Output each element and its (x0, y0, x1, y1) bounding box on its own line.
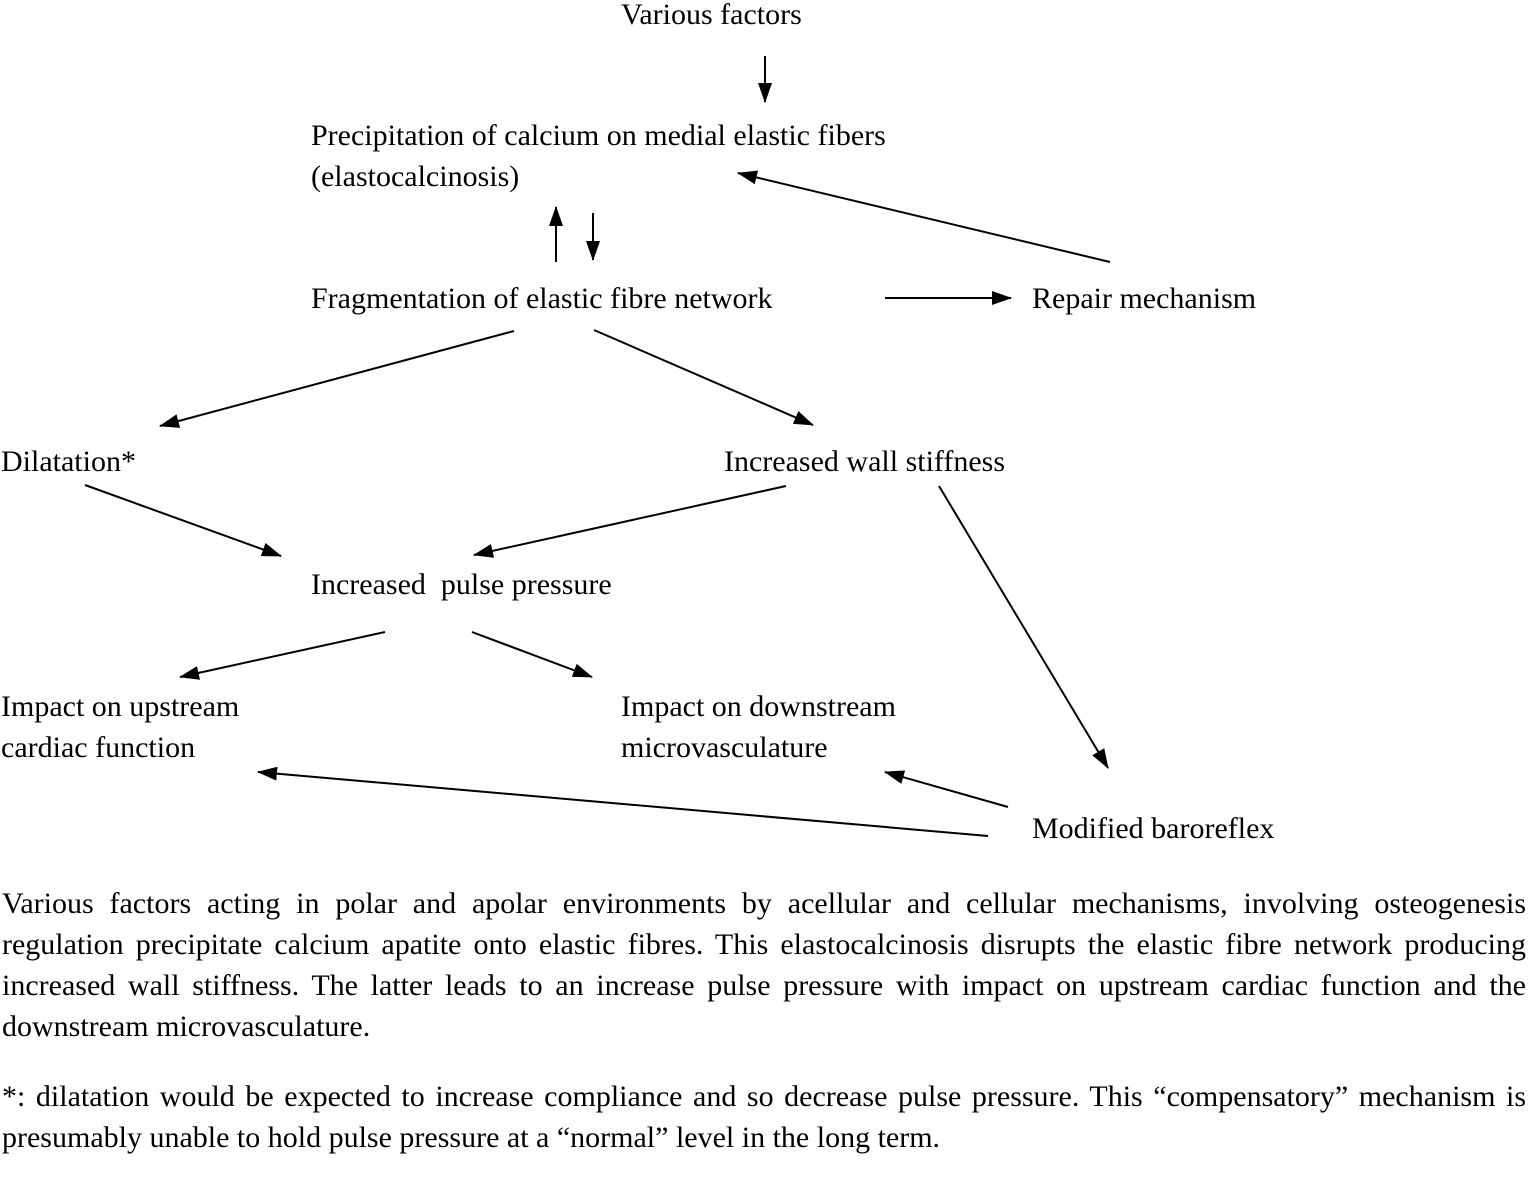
arrow-fragmentation-to-wall-stiffness (593, 329, 814, 426)
arrow-dilatation-to-pulse-pressure (84, 484, 282, 557)
node-wall-stiffness: Increased wall stiffness (724, 445, 1006, 478)
node-downstream: Impact on downstream microvasculature (621, 686, 896, 768)
arrow-wall-stiffness-to-baroreflex (938, 485, 1109, 769)
node-repair-mechanism: Repair mechanism (1032, 282, 1257, 315)
node-precipitation-line1: Precipitation of calcium on medial elast… (311, 119, 886, 152)
node-modified-baroreflex: Modified baroreflex (1032, 812, 1275, 845)
footnote-paragraph: *: dilatation would be expected to incre… (2, 1080, 1526, 1154)
node-dilatation: Dilatation* (1, 445, 136, 478)
node-precipitation-line2: (elastocalcinosis) (311, 160, 520, 193)
arrow-baroreflex-to-downstream (884, 770, 1009, 808)
node-fragmentation: Fragmentation of elastic fibre network (311, 282, 773, 315)
node-upstream: Impact on upstream cardiac function (1, 686, 239, 768)
arrow-fragmentation-to-dilatation (159, 330, 515, 428)
node-downstream-line1: Impact on downstream (621, 690, 896, 723)
arrow-pulse-pressure-to-upstream (179, 631, 386, 680)
node-upstream-line1: Impact on upstream (1, 690, 240, 723)
caption-paragraph: Various factors acting in polar and apol… (2, 887, 1526, 1043)
node-pulse-pressure: Increased pulse pressure (311, 568, 612, 601)
node-downstream-line2: microvasculature (621, 731, 828, 764)
arrow-pulse-pressure-to-downstream (471, 631, 593, 678)
node-various-factors: Various factors (621, 0, 802, 31)
arrow-baroreflex-to-upstream (257, 766, 989, 837)
arrow-wall-stiffness-to-pulse-pressure (473, 485, 787, 558)
node-precipitation: Precipitation of calcium on medial elast… (311, 115, 886, 197)
arrow-repair-to-precipitation (737, 170, 1111, 263)
node-upstream-line2: cardiac function (1, 731, 196, 764)
